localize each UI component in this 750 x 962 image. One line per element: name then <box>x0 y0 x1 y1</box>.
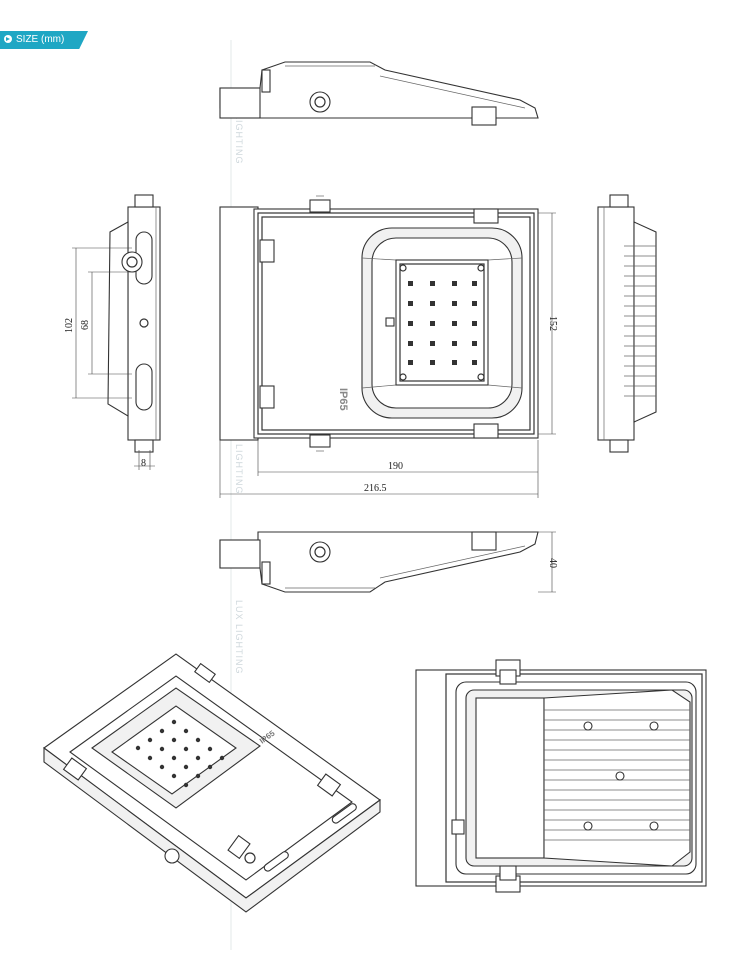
right-side-view <box>597 194 657 453</box>
rear-view <box>415 659 707 893</box>
front-view: IP65 <box>219 195 539 452</box>
dim-height-inner: 68 <box>80 320 91 330</box>
left-side-view <box>107 194 161 453</box>
dim-height-outer: 102 <box>64 318 75 333</box>
isometric-view: IP65 <box>43 653 381 913</box>
arrow-circle-icon <box>4 35 12 43</box>
ip-rating-label: IP65 <box>337 388 349 411</box>
top-profile-view <box>219 61 539 126</box>
dim-depth-side: 152 <box>547 316 558 331</box>
bottom-profile-view: 40 <box>219 531 558 593</box>
front-dimensions: 152 190 216.5 <box>219 212 558 498</box>
dim-width-outer: 216.5 <box>364 483 387 494</box>
watermark-text-4: LUX LIGHTING <box>234 600 244 675</box>
size-label: SIZE (mm) <box>16 34 65 45</box>
watermark-text-1: LUX LIGHTING <box>234 90 244 165</box>
left-dimensions: 102 68 8 <box>64 247 155 470</box>
size-section-tag: SIZE (mm) <box>0 31 88 49</box>
dim-thickness: 40 <box>547 558 558 568</box>
watermark-text-3: LUX LIGHTING <box>234 420 244 495</box>
dim-bracket: 8 <box>141 458 146 469</box>
led-array <box>408 281 477 365</box>
dim-width-inner: 190 <box>388 461 403 472</box>
iso-led-array <box>135 719 225 788</box>
